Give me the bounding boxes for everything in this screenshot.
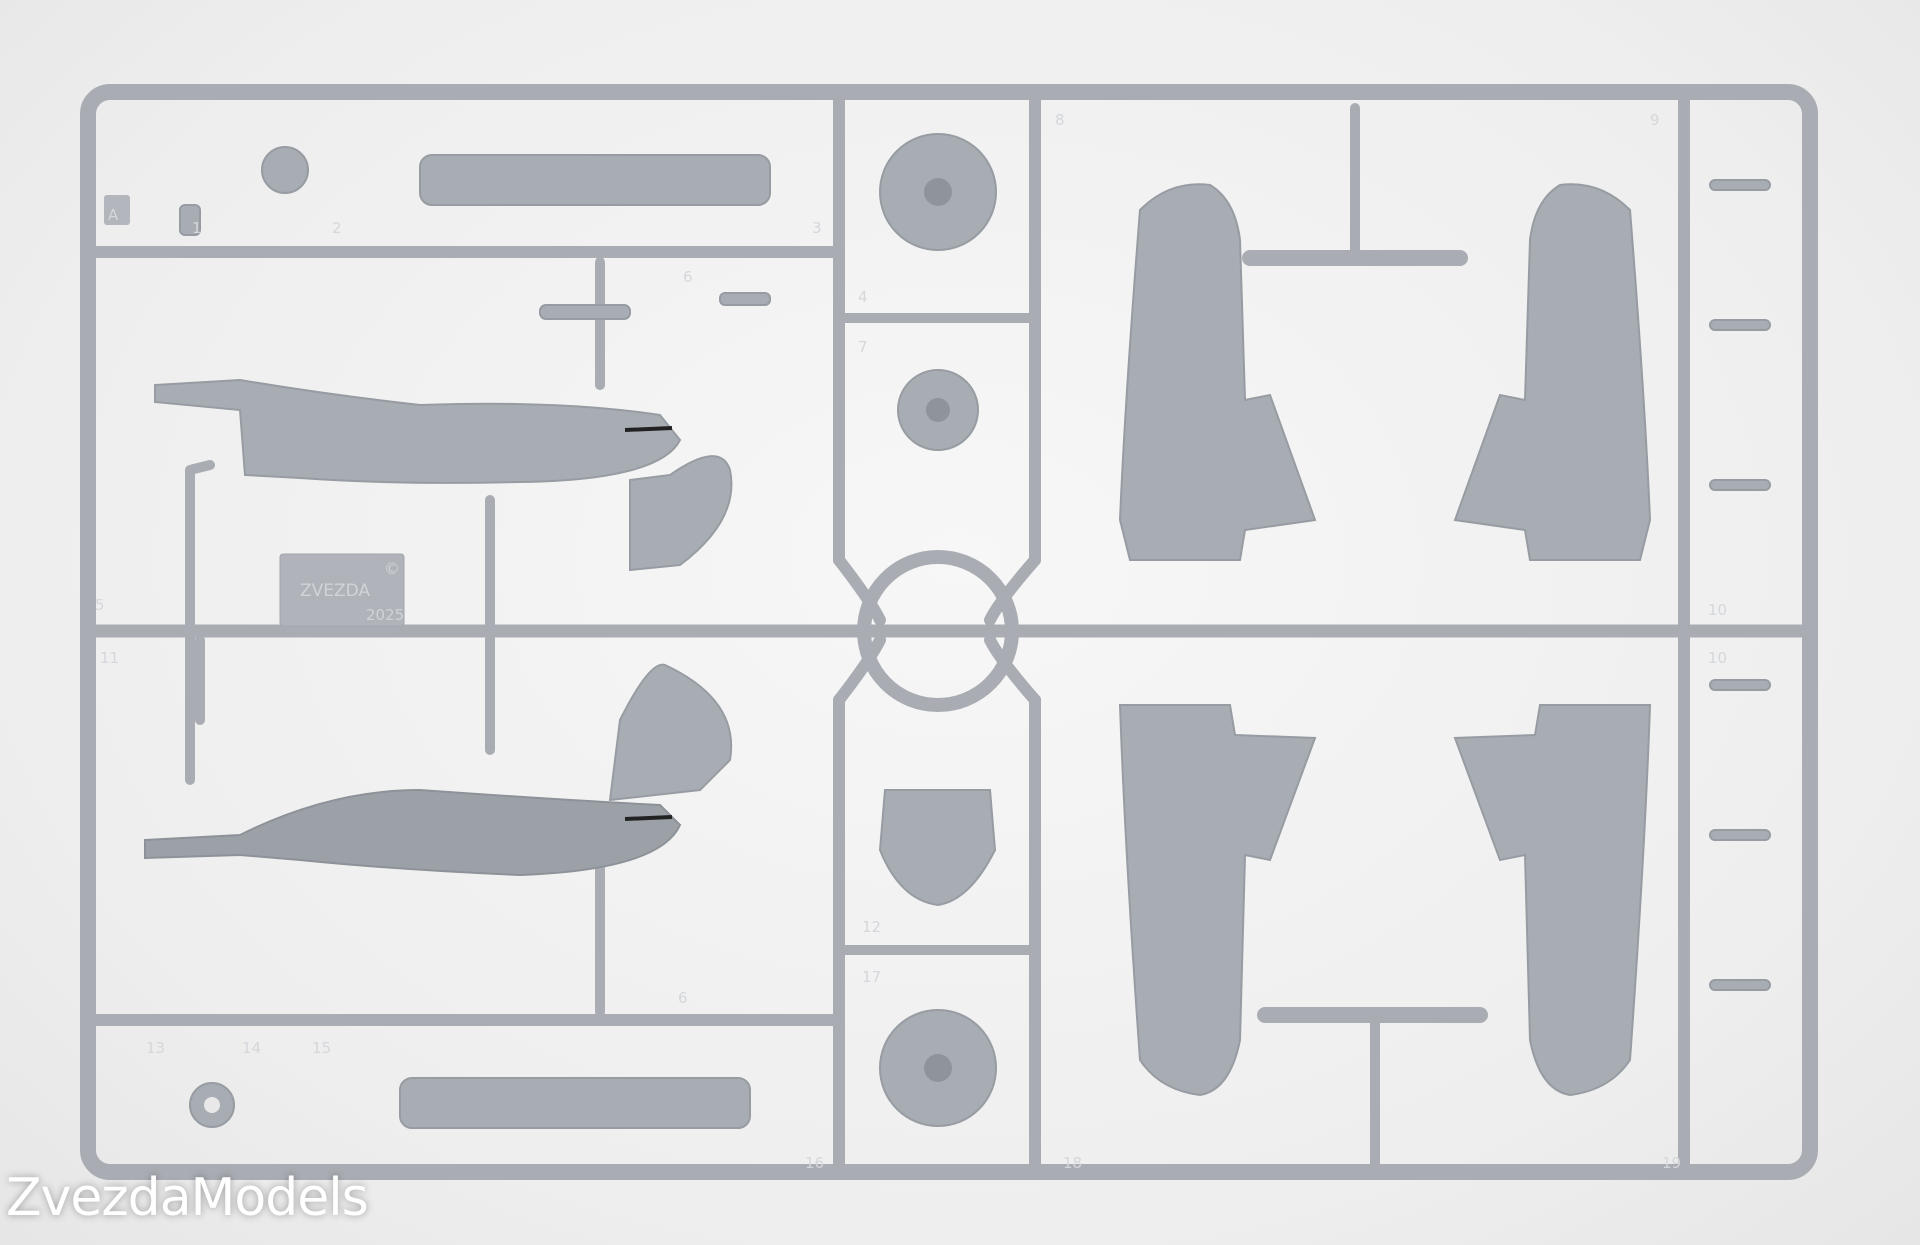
part-number: 2 [332, 219, 342, 237]
part-number-labels: A 1 2 3 6 4 7 8 9 5 10 11 10 12 17 13 14… [95, 111, 1727, 1172]
part-number: 1 [192, 219, 202, 237]
part-number: 10 [1708, 649, 1727, 667]
part-number: 6 [678, 989, 688, 1007]
small-parts-top [179, 146, 771, 320]
part-number: 7 [858, 338, 868, 356]
part-number: 5 [95, 596, 105, 614]
fuselage-top [154, 378, 733, 572]
part-number: 3 [812, 219, 822, 237]
part-number: 15 [312, 1039, 331, 1057]
wings [1118, 183, 1652, 1097]
part-number: 18 [1063, 1154, 1082, 1172]
part-number: 8 [1055, 111, 1065, 129]
part-number: 4 [858, 288, 868, 306]
part-number: 10 [1708, 601, 1727, 619]
fuselage-bottom [144, 663, 733, 877]
copyright-tab: ZVEZDA 2025 © [279, 553, 405, 627]
part-number: 17 [862, 968, 881, 986]
watermark: ZvezdaModels [6, 1168, 369, 1228]
part-number: 12 [862, 918, 881, 936]
sprue-frame [80, 84, 1818, 1180]
small-parts-bottom [189, 1077, 751, 1129]
part-number: 16 [805, 1154, 824, 1172]
part-number: 19 [1662, 1154, 1681, 1172]
emboss-copyright: © [384, 559, 400, 578]
sprue-letter: A [108, 206, 119, 224]
part-number: 6 [683, 268, 693, 286]
emboss-year: 2025 [366, 606, 404, 624]
part-number: 13 [146, 1039, 165, 1057]
part-number: 11 [100, 649, 119, 667]
emboss-brand: ZVEZDA [300, 581, 370, 601]
small-parts-right [1709, 179, 1771, 991]
part-number: 14 [242, 1039, 261, 1057]
engine-parts [878, 133, 997, 1127]
part-number: 9 [1650, 111, 1660, 129]
